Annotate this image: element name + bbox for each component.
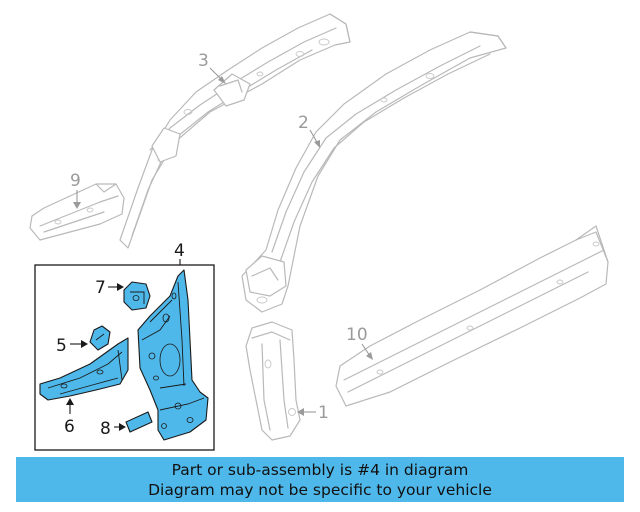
info-banner: Part or sub-assembly is #4 in diagram Di… <box>16 457 624 502</box>
callout-3: 3 <box>198 51 226 84</box>
callout-4-label: 4 <box>174 241 185 261</box>
part-6-lower-panel <box>39 337 129 401</box>
callout-2-label: 2 <box>298 113 309 133</box>
callout-7: 7 <box>95 278 124 298</box>
highlight-inset-frame <box>34 264 215 451</box>
callout-5: 5 <box>56 336 88 356</box>
callout-7-label: 7 <box>95 278 106 298</box>
part-8-plate <box>125 411 153 433</box>
callout-9-label: 9 <box>70 171 81 191</box>
callout-2: 2 <box>298 113 320 148</box>
part-7-bracket <box>123 281 151 311</box>
callout-8-label: 8 <box>100 419 111 439</box>
banner-line-2: Diagram may not be specific to your vehi… <box>148 480 492 499</box>
part-1-b-pillar-lower <box>245 321 301 441</box>
part-3-roof-side-rail <box>119 13 351 249</box>
callout-6-label: 6 <box>64 417 75 437</box>
callout-4: 4 <box>174 241 185 265</box>
callout-10: 10 <box>346 325 373 360</box>
part-5-cap <box>89 325 111 351</box>
callout-3-label: 3 <box>198 51 209 71</box>
part-4-pillar-inner <box>137 269 209 441</box>
callout-9: 9 <box>70 171 81 209</box>
callout-1-label: 1 <box>318 403 329 423</box>
callout-1: 1 <box>297 403 329 423</box>
callout-5-label: 5 <box>56 336 67 356</box>
part-2-b-pillar-upper <box>241 31 507 313</box>
callout-8: 8 <box>100 419 126 439</box>
part-10-side-sill <box>335 225 609 407</box>
callout-6: 6 <box>64 398 75 437</box>
callout-10-label: 10 <box>346 325 368 345</box>
banner-line-1: Part or sub-assembly is #4 in diagram <box>171 460 469 479</box>
part-9-bracket <box>29 183 125 241</box>
